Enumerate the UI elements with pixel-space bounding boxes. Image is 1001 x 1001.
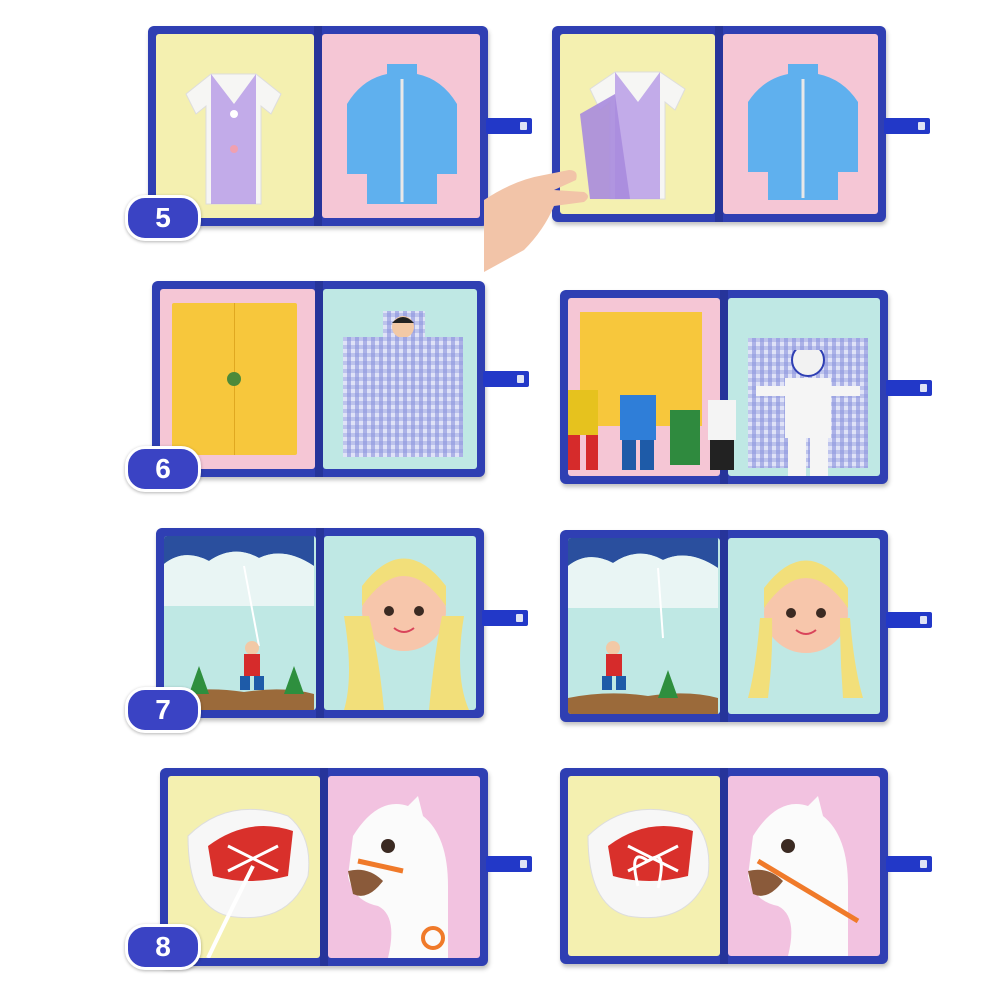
closure-tab[interactable] xyxy=(886,856,932,872)
page-number-badge: 7 xyxy=(125,687,201,733)
book-page5-a xyxy=(148,26,532,226)
page-7b-right xyxy=(728,538,880,714)
spine xyxy=(720,290,728,484)
page-7a-right xyxy=(324,536,476,710)
page-6a-left xyxy=(160,289,315,469)
page-number-badge: 6 xyxy=(125,446,201,492)
page-7a-left xyxy=(164,536,316,710)
closure-tab[interactable] xyxy=(482,610,528,626)
page-number-badge: 5 xyxy=(125,195,201,241)
spine xyxy=(314,26,322,226)
girl-face-icon xyxy=(344,558,469,710)
book-page8-b xyxy=(560,768,932,964)
book-page7-a xyxy=(156,528,528,718)
spine xyxy=(720,768,728,964)
page-8a-right xyxy=(328,776,480,958)
page-6a-right xyxy=(322,289,477,469)
climber-icon xyxy=(568,538,718,714)
closure-tab[interactable] xyxy=(483,371,529,387)
closure-tab[interactable] xyxy=(884,118,930,134)
spine xyxy=(316,528,324,718)
page-7b-left xyxy=(568,538,720,714)
climber-icon xyxy=(164,536,314,710)
spine xyxy=(715,26,723,222)
page-5b-right xyxy=(723,34,878,214)
book-page8-a xyxy=(160,768,532,966)
felt-door[interactable] xyxy=(172,303,297,455)
book-page5-b xyxy=(552,26,930,222)
closure-tab[interactable] xyxy=(886,380,932,396)
shirt-icon xyxy=(185,73,282,205)
page-5b-left xyxy=(560,34,715,214)
page-8a-left xyxy=(168,776,320,958)
bed-icon xyxy=(342,311,463,457)
closure-tab[interactable] xyxy=(486,118,532,134)
shirt-icon xyxy=(580,71,686,200)
doll-icon xyxy=(568,350,860,476)
closure-tab[interactable] xyxy=(886,612,932,628)
shoe-icon xyxy=(587,808,710,919)
spine xyxy=(314,281,323,477)
book-page7-b xyxy=(560,530,932,722)
button-icon[interactable] xyxy=(227,372,242,386)
page-number-badge: 8 xyxy=(125,924,201,970)
page-5a-right xyxy=(322,34,480,218)
jacket-icon xyxy=(347,64,457,204)
horse-icon xyxy=(748,796,860,956)
closure-tab[interactable] xyxy=(486,856,532,872)
girl-face-icon xyxy=(748,560,863,698)
shoe-icon xyxy=(187,808,310,958)
page-8b-right xyxy=(728,776,880,956)
page-8b-left xyxy=(568,776,720,956)
jacket-icon xyxy=(748,64,858,200)
spine xyxy=(320,768,328,966)
book-page6-b xyxy=(560,290,932,484)
page-5a-left xyxy=(156,34,314,218)
hand-icon xyxy=(484,170,588,272)
book-page6-a xyxy=(152,281,529,477)
spine xyxy=(720,530,728,722)
horse-icon xyxy=(348,796,448,958)
